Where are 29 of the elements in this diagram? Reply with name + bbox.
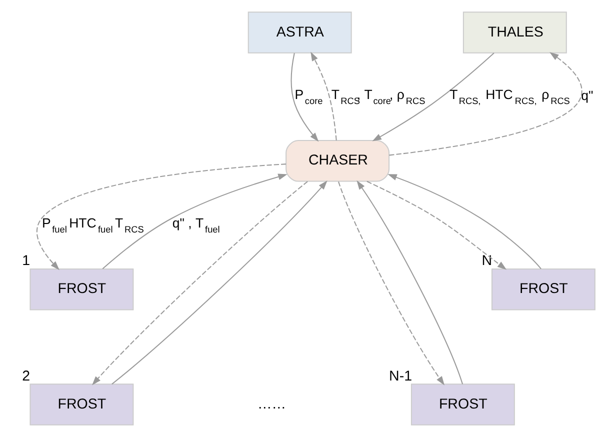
edge-label: q" bbox=[580, 88, 593, 104]
arrow bbox=[36, 164, 286, 270]
arrow bbox=[356, 180, 463, 384]
edge-label: P$_{fuel}$ HTC$_{fuel}$ T$_{RCS}$ bbox=[41, 216, 144, 235]
node-label: N-1 bbox=[388, 368, 412, 384]
node-box: ASTRA bbox=[247, 12, 352, 54]
edge-label: T$_{RCS,}$ HTC$_{RCS,}$ ρ$_{RCS}$ bbox=[449, 87, 570, 106]
node-box: THALES bbox=[462, 12, 566, 54]
arrow bbox=[366, 180, 506, 270]
arrow bbox=[372, 52, 494, 142]
label: …… bbox=[257, 396, 286, 412]
node-box: FROST bbox=[29, 384, 134, 426]
arrow bbox=[338, 182, 444, 386]
arrow bbox=[387, 174, 541, 270]
node-box: CHASER bbox=[285, 140, 390, 182]
arrow bbox=[102, 174, 287, 270]
node-box: FROST bbox=[410, 384, 514, 426]
arrow bbox=[111, 180, 327, 385]
arrow bbox=[92, 181, 308, 386]
node-label: 1 bbox=[22, 253, 30, 270]
node-box: FROST bbox=[490, 268, 595, 310]
edge-label: q" , T$_{fuel}$ bbox=[172, 216, 220, 235]
arrow bbox=[290, 53, 318, 142]
edge-label: P$_{core}$ bbox=[294, 87, 322, 106]
node-label: 2 bbox=[22, 368, 30, 384]
node-label: N bbox=[481, 253, 492, 270]
node-box: FROST bbox=[29, 268, 134, 310]
arrow bbox=[388, 52, 582, 156]
arrow bbox=[310, 52, 336, 140]
